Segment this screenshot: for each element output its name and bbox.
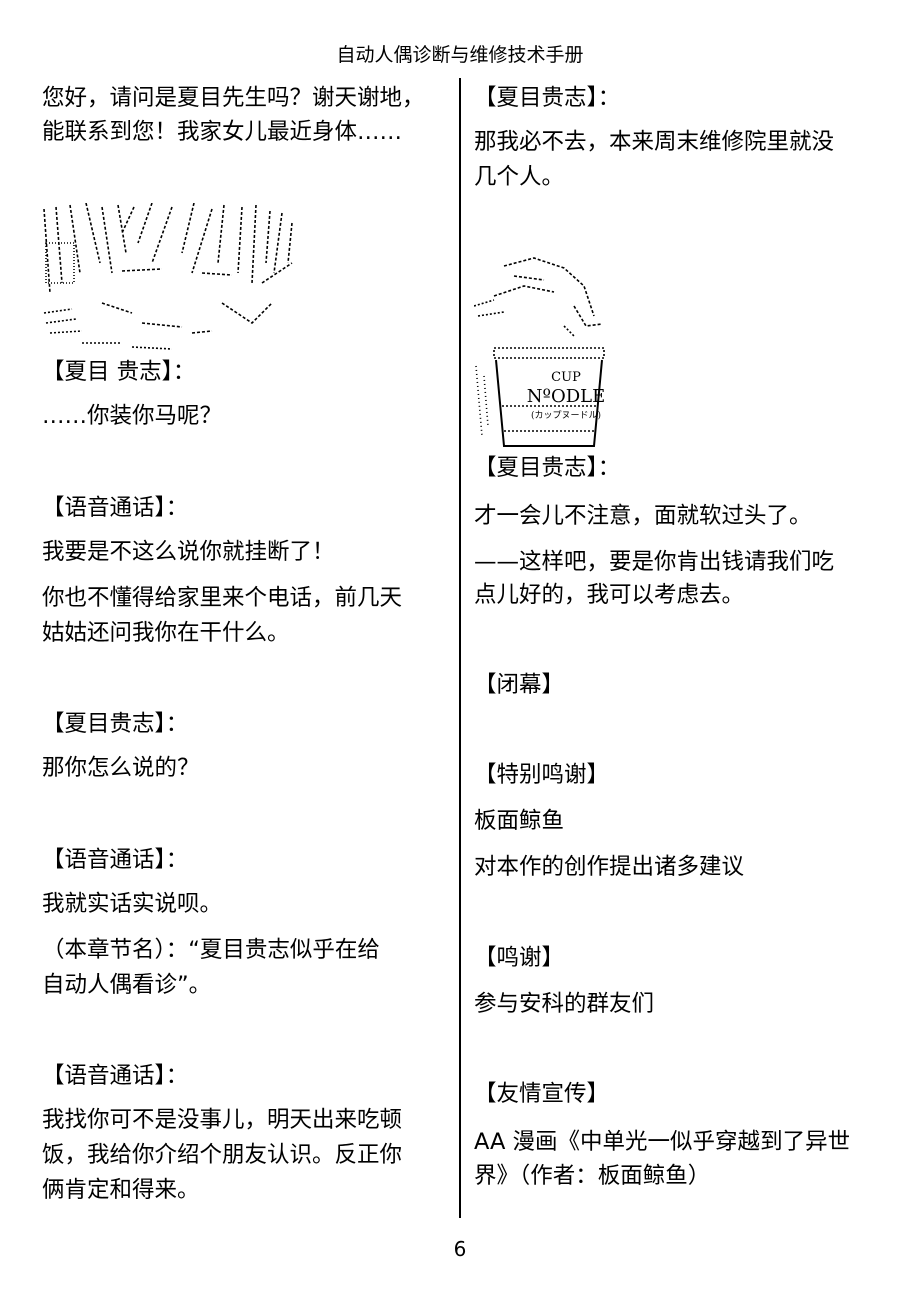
speaker-label: 【语音通话】： [42, 495, 189, 521]
dialogue-line: 您好，请问是夏目先生吗？谢天谢地， [42, 85, 425, 111]
dialogue-line: ……你装你马呢？ [42, 403, 223, 429]
ascii-art-cup-noodle [474, 257, 605, 447]
dialogue-line: 我就实话实说呗。 [42, 891, 223, 917]
section-heading-promotion: 【友情宣传】 [474, 1081, 610, 1107]
dialogue-line: 那我必不去，本来周末维修院里就没 [474, 129, 835, 155]
cup-label-line: CUP [551, 370, 581, 385]
dialogue-line: ——这样吧，要是你肯出钱请我们吃 [474, 549, 835, 575]
section-heading-closing: 【闭幕】 [474, 672, 565, 698]
credit-line: 对本作的创作提出诸多建议 [474, 854, 745, 880]
dialogue-line: 点儿好的，我可以考虑去。 [474, 582, 745, 608]
section-heading-special-thanks: 【特别鸣谢】 [474, 762, 610, 788]
dialogue-line: 能联系到您！我家女儿最近身体…… [42, 119, 403, 145]
dialogue-line: 自动人偶看诊”。 [42, 972, 212, 998]
dialogue-line: 我找你可不是没事儿，明天出来吃顿 [42, 1107, 403, 1133]
dialogue-line: （本章节名）：“夏目贵志似乎在给 [42, 937, 380, 963]
speaker-label: 【语音通话】： [42, 1063, 189, 1089]
cup-label-line: (カップヌードル) [530, 411, 602, 421]
speaker-label: 【夏目贵志】： [474, 85, 621, 111]
promotion-line: AA 漫画《中单光一似乎穿越到了异世 [474, 1129, 851, 1155]
dialogue-line: 姑姑还问我你在干什么。 [42, 620, 290, 646]
dialogue-line: 饭，我给你介绍个朋友认识。反正你 [42, 1142, 403, 1168]
column-divider [459, 78, 461, 1218]
speaker-label: 【夏目 贵志】： [42, 359, 196, 385]
dialogue-line: 你也不懂得给家里来个电话，前几天 [42, 585, 403, 611]
credit-line: 板面鲸鱼 [474, 808, 565, 834]
dialogue-line: 那你怎么说的？ [42, 755, 200, 781]
ascii-art-character-face [43, 203, 293, 350]
speaker-label: 【夏目贵志】： [42, 711, 189, 737]
promotion-line: 界》（作者：板面鲸鱼） [474, 1163, 711, 1189]
page-header: 自动人偶诊断与维修技术手册 [336, 44, 584, 66]
dialogue-line: 我要是不这么说你就挂断了！ [42, 539, 335, 565]
cup-label-line: NºODLE [526, 386, 606, 407]
cup-label-text: CUP NºODLE (カップヌードル) [526, 370, 606, 424]
page-number: 6 [453, 1237, 467, 1261]
speaker-label: 【语音通话】： [42, 847, 189, 873]
section-heading-thanks: 【鸣谢】 [474, 945, 565, 971]
speaker-label: 【夏目贵志】： [474, 455, 621, 481]
dialogue-line: 才一会儿不注意，面就软过头了。 [474, 503, 812, 529]
credit-line: 参与安科的群友们 [474, 991, 655, 1017]
dialogue-line: 几个人。 [474, 164, 565, 190]
dialogue-line: 俩肯定和得来。 [42, 1177, 200, 1203]
